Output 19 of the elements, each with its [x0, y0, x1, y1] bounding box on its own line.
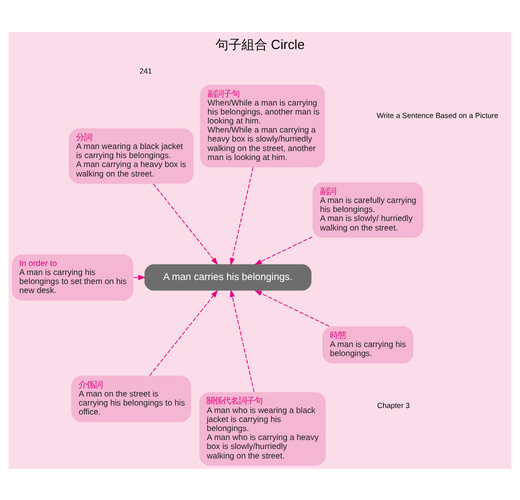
- arrow: [230, 289, 254, 392]
- arrow: [152, 182, 218, 264]
- diagram-title: 句子組合 Circle: [215, 36, 305, 52]
- node-box: In order to A man is carrying his belongings to set them on his new desk.: [12, 254, 134, 300]
- node-box: 關係代名詞子句 A man who is wearing a black jacket is carrying his belongings. A man who is carrying a heavy box is slowly/hurriedly walking on the street.: [199, 392, 326, 466]
- label: Write a Sentence Based on a Picture: [376, 110, 498, 120]
- arrow: [149, 290, 218, 376]
- arrow: [254, 290, 330, 326]
- label: Chapter 3: [377, 400, 410, 410]
- arrow: [133, 274, 146, 280]
- node-box: A man carries his belongings.: [144, 264, 312, 290]
- node-box: 時態 A man is carrying his belongings.: [322, 326, 414, 363]
- arrow: [254, 236, 313, 264]
- node-box: 副詞子句 When/While a man is carrying his belongings, another man is looking at him. When/While a man carrying a heavy box is slowly/hurriedly walking on the street, another man is looking at him.: [200, 84, 325, 167]
- node-box: 介係詞 A man on the street is carrying his belongings to his office.: [71, 375, 192, 422]
- label: 241: [140, 66, 152, 75]
- node-box: 副詞 A man is carefully carrying his belongings. A man is slowly/ hurriedly walking on the street.: [312, 182, 424, 238]
- arrow: [230, 166, 254, 265]
- node-box: 分詞 A man wearing a black jacket is carrying his belongings. A man carrying a heavy box is walking on the street.: [68, 128, 194, 184]
